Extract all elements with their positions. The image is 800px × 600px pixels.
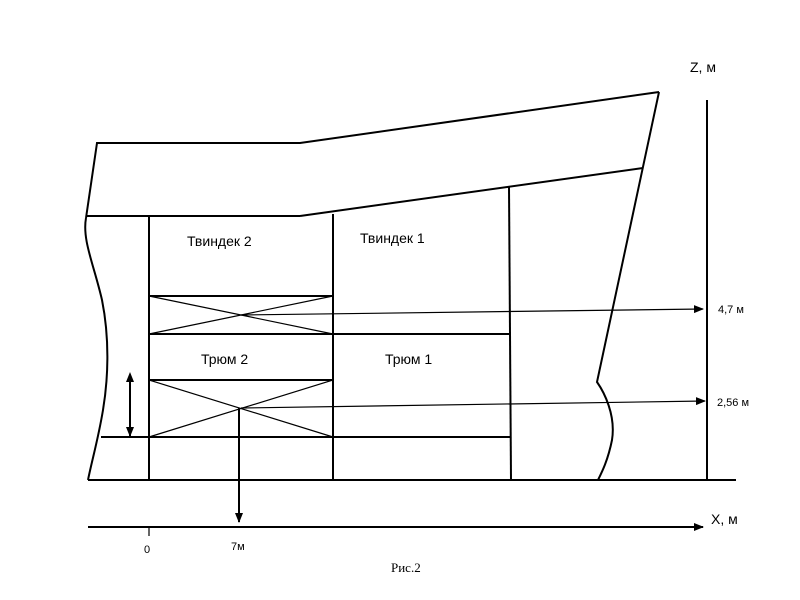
x-tick-label-0: 0 [144,544,150,556]
upper-deck-outline [85,91,660,219]
bulkhead-fore [508,186,512,481]
level-arrow-lower [240,397,706,409]
hold-2-label: Трюм 2 [201,351,248,367]
cargo-cross-lower-b [148,379,334,438]
bow-contour [595,91,660,481]
hold-1-label: Трюм 1 [385,351,432,367]
level-arrow-upper [240,305,704,316]
stern-contour [84,217,109,481]
level-label-lower: 2,56 м [717,397,749,409]
main-deck-fore [299,167,644,217]
tweendeck-2-label: Твиндек 2 [187,233,252,249]
figure-caption: Рис.2 [391,560,421,575]
x-axis-label: X, м [711,511,738,527]
x-tick-label-7m: 7м [231,541,245,553]
z-axis-label: Z, м [690,59,716,75]
tweendeck-1-label: Твиндек 1 [360,230,425,246]
level-label-upper: 4,7 м [718,304,744,316]
